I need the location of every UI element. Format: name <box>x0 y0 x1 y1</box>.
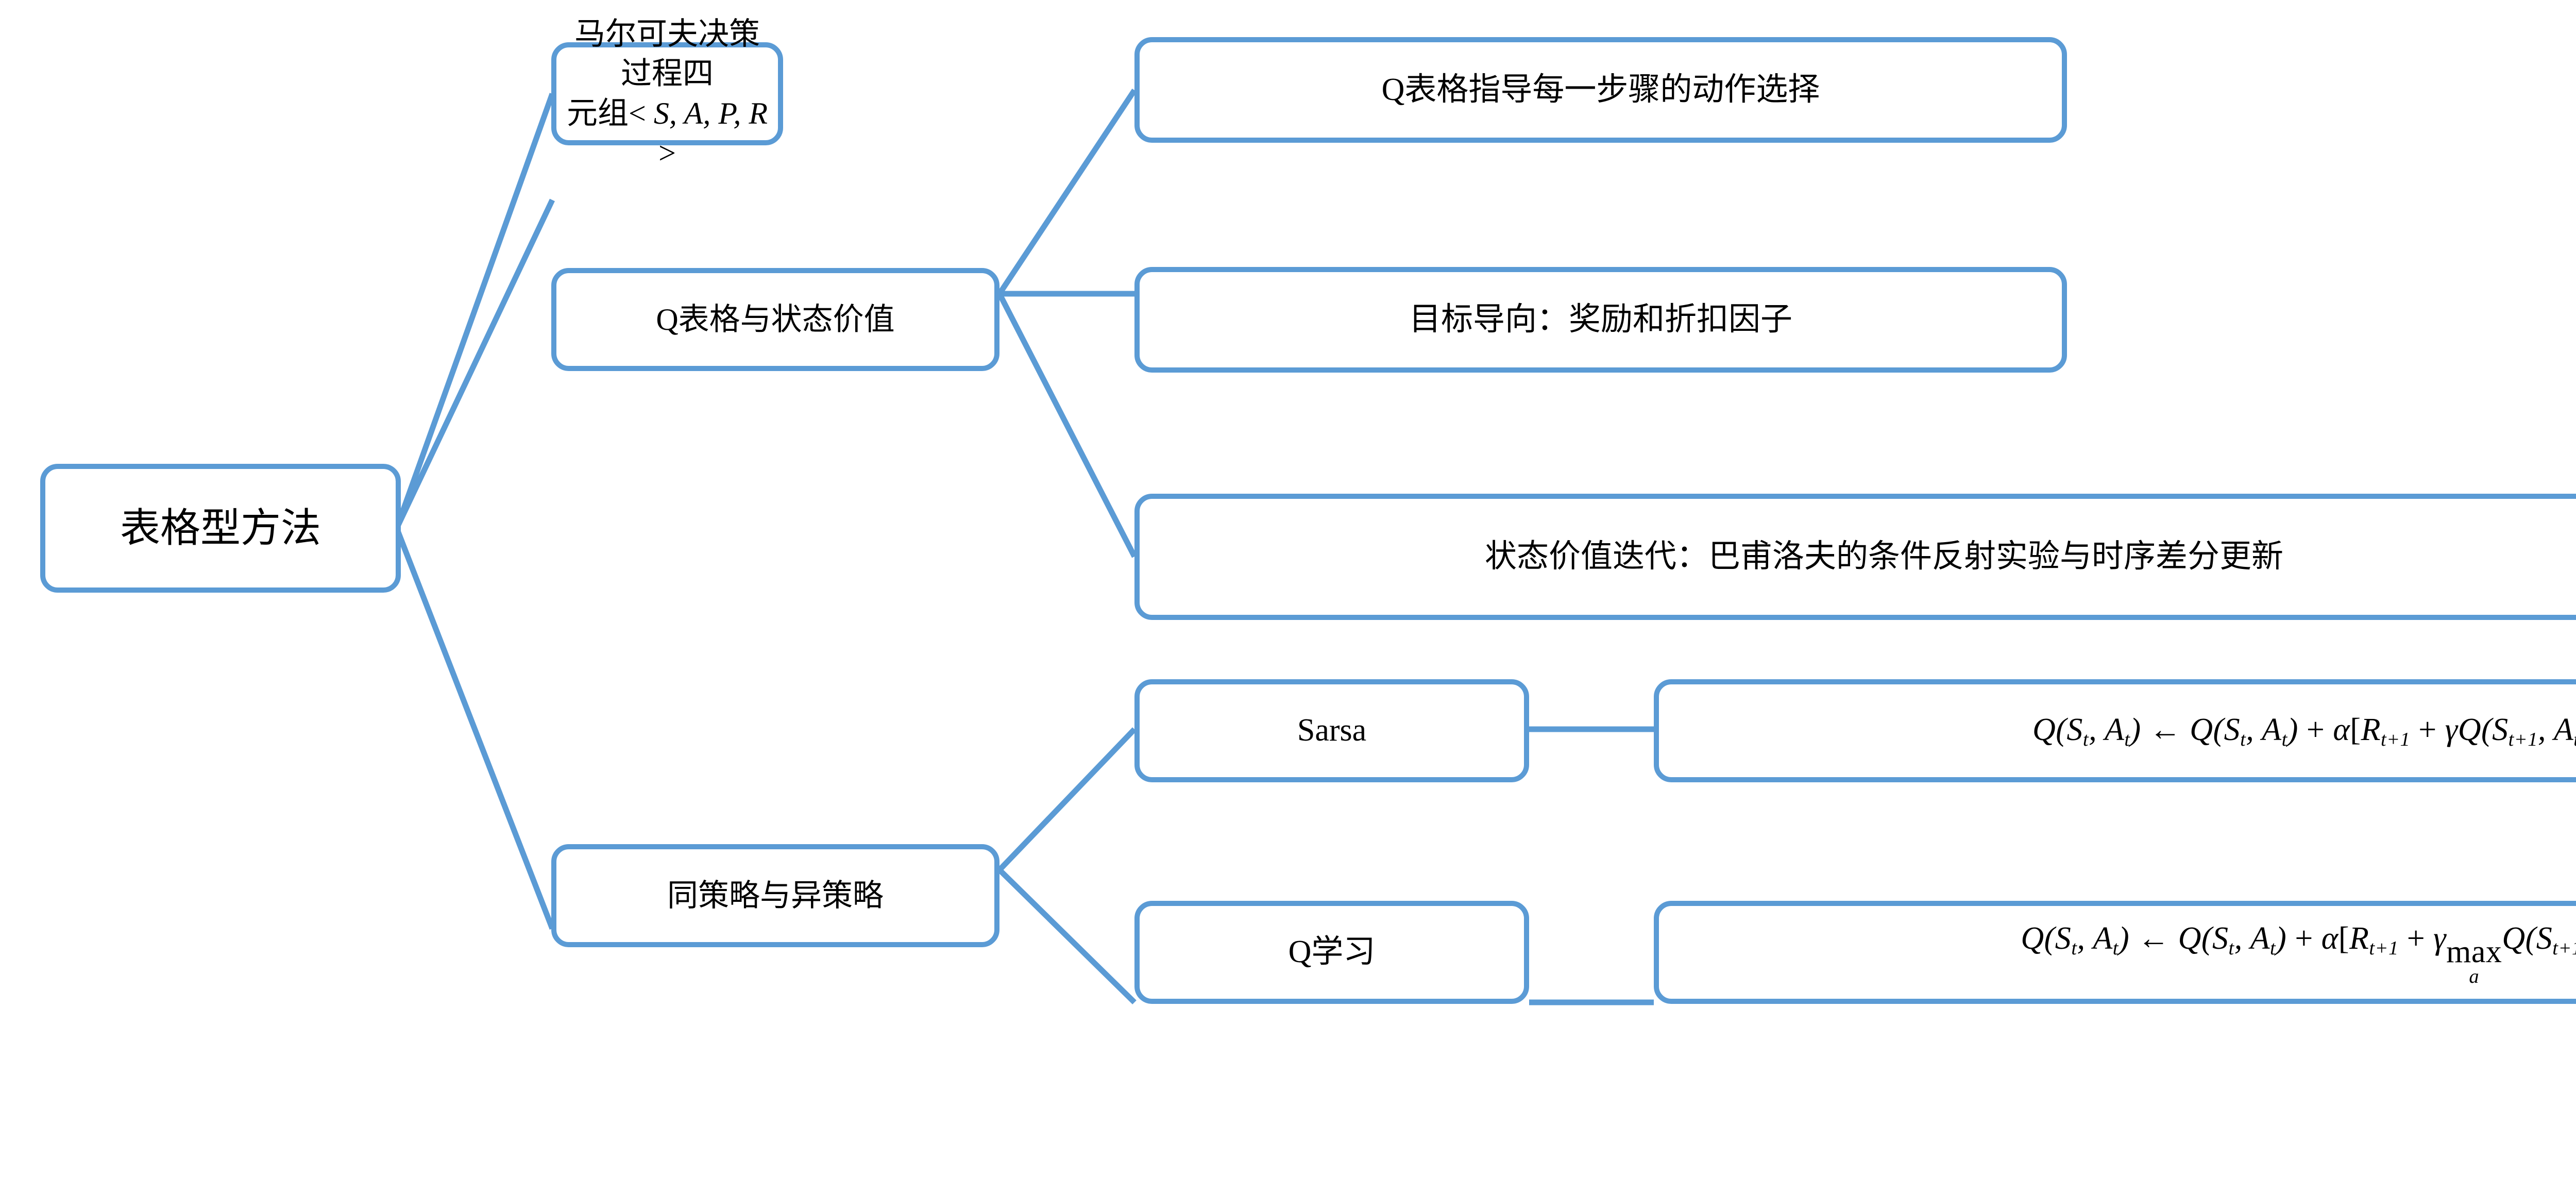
fs-alpha: α <box>2333 712 2350 747</box>
node-sarsa-label: Sarsa <box>1297 713 1367 748</box>
fq-c4: ) <box>2276 921 2287 956</box>
node-formula-sarsa[interactable]: Q(St, At) ← Q(St, At) + α[Rt+1 + γQ(St+1… <box>1654 679 2576 782</box>
fs-c2: ) <box>2130 712 2141 747</box>
fq-t4: t <box>2269 937 2276 960</box>
node-qtable-leaf-1-label: Q表格指导每一步骤的动作选择 <box>1381 72 1820 107</box>
edge-policy-to-qlearning <box>997 868 1137 1004</box>
fs-t1: t <box>2082 728 2089 750</box>
fq-arrow: ← <box>2138 921 2170 956</box>
fq-t1: t <box>2071 937 2077 960</box>
node-sarsa[interactable]: Sarsa <box>1134 679 1529 782</box>
fs-open-bracket: [ <box>2350 712 2361 747</box>
node-qtable-label: Q表格与状态价值 <box>656 302 895 337</box>
fq-open-bracket: [ <box>2338 921 2349 956</box>
fs-q1: Q(S <box>2032 712 2083 747</box>
node-mdp-line2-math: S, A, P, R <box>646 96 768 130</box>
fq-gamma: γ <box>2433 921 2447 956</box>
fq-q2: Q(S <box>2178 921 2229 956</box>
edge-root-to-qtable <box>394 198 555 530</box>
fs-t5: t+1 <box>2508 728 2538 750</box>
fs-arrow: ← <box>2149 712 2182 747</box>
node-qtable-leaf-2[interactable]: 目标导向：奖励和折扣因子 <box>1134 267 2067 373</box>
node-mdp-line2-suffix: > <box>658 136 676 170</box>
node-qtable[interactable]: Q表格与状态价值 <box>551 268 999 371</box>
fq-R: R <box>2349 921 2369 956</box>
fs-c4: ) <box>2287 712 2298 747</box>
fq-Rsub: t+1 <box>2369 937 2399 960</box>
fq-alpha: α <box>2321 921 2338 956</box>
fs-t2: t <box>2124 728 2130 750</box>
edge-root-to-policy <box>394 527 555 930</box>
node-qlearning-label: Q学习 <box>1288 934 1376 970</box>
fs-t6: t+1 <box>2573 728 2576 750</box>
node-mdp-line1: 马尔可夫决策过程四 <box>574 17 760 91</box>
edge-qtable-to-leaf1 <box>997 88 1137 296</box>
fs-c1: , A <box>2089 712 2125 747</box>
node-qtable-leaf-2-label: 目标导向：奖励和折扣因子 <box>1409 301 1792 337</box>
node-qtable-leaf-3[interactable]: 状态价值迭代：巴甫洛夫的条件反射实验与时序差分更新 <box>1134 494 2576 620</box>
fq-t2: t <box>2112 937 2119 960</box>
fs-plus2: + <box>2418 712 2437 747</box>
node-qtable-leaf-3-label: 状态价值迭代：巴甫洛夫的条件反射实验与时序差分更新 <box>1484 539 2283 574</box>
edge-qtable-to-leaf3 <box>997 292 1137 558</box>
formula-sarsa-expression: Q(St, At) ← Q(St, At) + α[Rt+1 + γQ(St+1… <box>1668 710 2576 752</box>
node-qtable-leaf-1[interactable]: Q表格指导每一步骤的动作选择 <box>1134 37 2067 143</box>
fq-q1: Q(S <box>2021 921 2072 956</box>
fq-t3: t <box>2228 937 2234 960</box>
fq-q3: Q(S <box>2502 921 2553 956</box>
node-policy[interactable]: 同策略与异策略 <box>551 844 999 947</box>
node-mdp-line2-prefix: 元组< <box>567 96 646 130</box>
fs-q2: Q(S <box>2190 712 2241 747</box>
fs-plus: + <box>2306 712 2325 747</box>
fq-plus2: + <box>2406 921 2426 956</box>
node-mdp[interactable]: 马尔可夫决策过程四 元组< S, A, P, R > <box>551 17 783 170</box>
fs-q3: Q(S <box>2458 712 2509 747</box>
fq-c1: , A <box>2077 921 2113 956</box>
fs-R: R <box>2361 712 2381 747</box>
fq-plus: + <box>2295 921 2313 956</box>
edge-root-to-mdp <box>394 93 555 529</box>
edge-policy-to-sarsa <box>997 727 1137 872</box>
fs-t4: t <box>2281 728 2287 750</box>
node-mdp-label: 马尔可夫决策过程四 元组< S, A, P, R > <box>566 14 769 173</box>
fq-t5: t+1 <box>2552 937 2576 960</box>
fs-Rsub: t+1 <box>2380 728 2411 750</box>
fs-gamma: γ <box>2445 712 2458 747</box>
node-root[interactable]: 表格型方法 <box>40 464 401 593</box>
fs-t3: t <box>2240 728 2246 750</box>
node-root-label: 表格型方法 <box>120 506 321 551</box>
fq-c3: , A <box>2234 921 2270 956</box>
node-policy-label: 同策略与异策略 <box>667 878 884 913</box>
fq-max-subscript: a <box>2469 966 2480 988</box>
fs-c3: , A <box>2246 712 2282 747</box>
fs-c5: , A <box>2537 712 2574 747</box>
fq-max-label: max <box>2446 934 2502 970</box>
fq-c2: ) <box>2118 921 2130 956</box>
node-qlearning[interactable]: Q学习 <box>1134 901 1529 1004</box>
